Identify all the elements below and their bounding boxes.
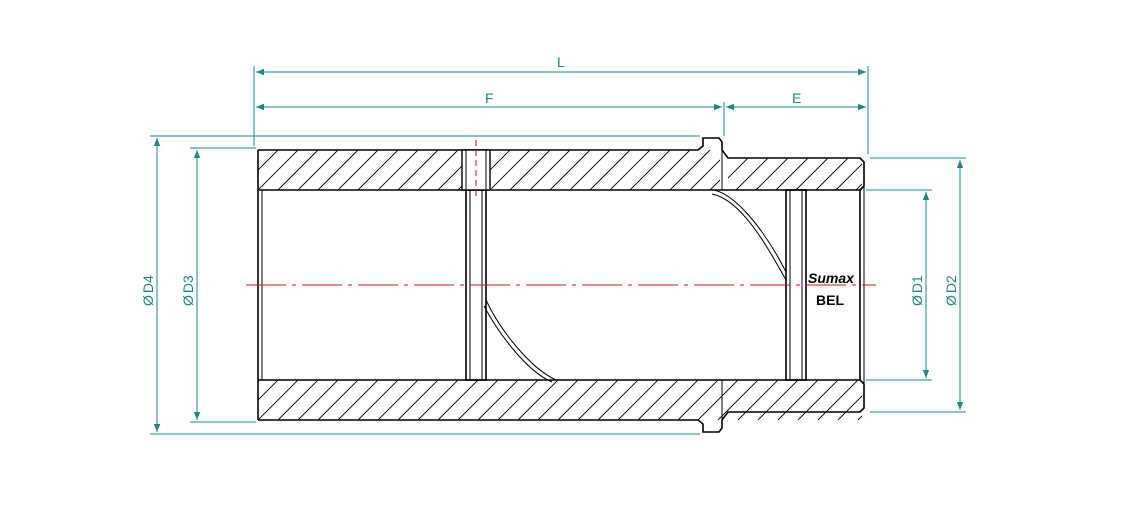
hatch-line: [517, 380, 559, 420]
hatch-line: [795, 158, 829, 190]
dimension-E: E: [726, 90, 866, 111]
hatch-line: [709, 179, 720, 190]
hatch-line: [277, 150, 319, 190]
hatch-line: [357, 150, 399, 190]
hatch-line: [697, 380, 739, 420]
hatch-line: [557, 380, 599, 420]
hatch-line: [657, 380, 699, 420]
hatch-line: [757, 380, 799, 420]
dimension-F: F: [256, 90, 725, 136]
hatch-line: [317, 150, 359, 190]
hatch-line: [397, 150, 439, 190]
pin-hole: [461, 140, 491, 196]
hatch-line: [258, 150, 279, 171]
hatch-line: [837, 395, 862, 420]
hatch-line: [577, 380, 619, 420]
hatch-line: [437, 380, 479, 420]
hatch-line: [637, 380, 679, 420]
hatch-line: [437, 165, 462, 190]
hatch-line: [728, 158, 729, 159]
hatch-line: [297, 150, 339, 190]
dimension-D4: ØD4: [140, 135, 700, 435]
hatch-line: [258, 380, 279, 401]
hatch-line: [597, 380, 639, 420]
hatch-line: [297, 380, 339, 420]
hatch-line: [835, 163, 862, 190]
hatch-line: [815, 158, 849, 190]
hatch-line: [817, 380, 859, 420]
dim-label-F: F: [485, 90, 494, 106]
hatch-line: [649, 150, 691, 190]
hatch-line: [689, 159, 720, 190]
hatch-line: [775, 158, 809, 190]
hatch-line: [609, 150, 651, 190]
hatch-line: [717, 380, 759, 420]
hatch-line: [677, 380, 719, 420]
hatch-line: [728, 158, 749, 179]
hatch-line: [490, 150, 531, 190]
dim-label-D3: ØD3: [180, 275, 196, 306]
hatch-line: [855, 183, 862, 190]
hatch-line: [377, 150, 419, 190]
hatch-line: [537, 380, 579, 420]
hatch-line: [457, 380, 499, 420]
hatch-line: [258, 380, 259, 381]
hatch-line: [629, 150, 671, 190]
dimension-L: L: [253, 54, 869, 154]
hatch-line: [477, 380, 519, 420]
hatch-line: [277, 380, 319, 420]
hatch-line: [755, 158, 789, 190]
dim-label-D4: ØD4: [140, 275, 156, 306]
hatch-line: [397, 380, 439, 420]
dimension-D1: ØD1: [866, 189, 932, 381]
helical-groove: [483, 189, 787, 383]
hatch-line: [417, 380, 459, 420]
part-code: BEL: [816, 292, 844, 308]
section-hatching: [258, 150, 938, 420]
hatch-line: [589, 150, 631, 190]
hatch-line: [735, 158, 769, 190]
hatch-line: [417, 150, 459, 190]
hatch-line: [569, 150, 611, 190]
hatch-line: [377, 380, 419, 420]
dim-label-L: L: [557, 54, 565, 70]
hatch-line: [898, 380, 938, 420]
hatch-line: [669, 150, 711, 190]
hatch-line: [549, 150, 591, 190]
dimension-D2: ØD2: [870, 157, 966, 413]
hatch-line: [878, 380, 918, 420]
hatch-line: [777, 380, 819, 420]
hatch-line: [258, 150, 259, 151]
hatch-line: [357, 380, 399, 420]
dim-label-D1: ØD1: [909, 275, 925, 306]
hatch-line: [337, 380, 379, 420]
hatch-line: [337, 150, 379, 190]
hatch-line: [529, 150, 571, 190]
hatch-line: [617, 380, 659, 420]
hatch-line: [876, 158, 908, 190]
hatch-line: [258, 380, 299, 420]
hatch-line: [258, 150, 299, 190]
hatch-line: [490, 150, 511, 171]
brand-logo: Sumax: [808, 270, 855, 286]
hatch-line: [317, 380, 359, 420]
hatch-line: [797, 380, 839, 420]
dim-label-D2: ØD2: [943, 275, 959, 306]
dimension-D3: ØD3: [180, 147, 256, 423]
hatch-line: [737, 380, 779, 420]
hatch-line: [497, 380, 539, 420]
dim-label-E: E: [792, 90, 801, 106]
hatch-line: [509, 150, 551, 190]
